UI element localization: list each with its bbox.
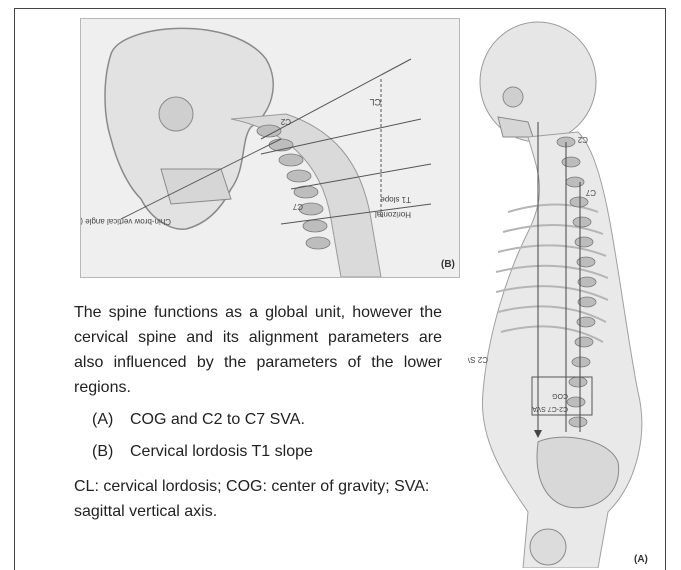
list-item: (A)COG and C2 to C7 SVA. [92,410,442,430]
cbva-label: Chin-brow vertical angle (CBVA) [81,217,171,226]
cervical-spine-illustration: CL T1 slope Horizontal C2 C7 Chin-brow v… [81,19,459,277]
c7-label-b: C7 [585,188,596,197]
c2-label-b: C2 [577,135,588,144]
full-spine-figure: C2 C7 C2 SVA COG C2-C7 SVA (A) [468,12,648,568]
cervical-spine-figure: CL T1 slope Horizontal C2 C7 Chin-brow v… [80,18,460,278]
caption-block: The spine functions as a global unit, ho… [74,300,442,524]
svas-label: C2-C7 SVA [532,405,568,412]
panel-a-letter: (A) [634,554,648,565]
sva-label: C2 SVA [468,355,488,364]
list-item-label: (A) [92,410,130,430]
full-spine-illustration: C2 C7 C2 SVA COG C2-C7 SVA (A) [468,12,648,568]
panel-b-letter: (B) [441,259,455,270]
list-item-text: Cervical lordosis T1 slope [130,443,313,460]
caption-list: (A)COG and C2 to C7 SVA. (B)Cervical lor… [74,410,442,462]
cl-label: CL [369,97,381,107]
caption-paragraph: The spine functions as a global unit, ho… [74,300,442,400]
c7-label: C7 [292,202,303,211]
abbreviation-footnote: CL: cervical lordosis; COG: center of gr… [74,474,442,524]
list-item-label: (B) [92,442,130,462]
horizontal-label: Horizontal [375,210,411,219]
list-item: (B)Cervical lordosis T1 slope [92,442,442,462]
cog-label: COG [552,392,568,399]
list-item-text: COG and C2 to C7 SVA. [130,411,305,428]
c2-label: C2 [280,117,291,126]
t1-slope-label: T1 slope [380,195,411,204]
